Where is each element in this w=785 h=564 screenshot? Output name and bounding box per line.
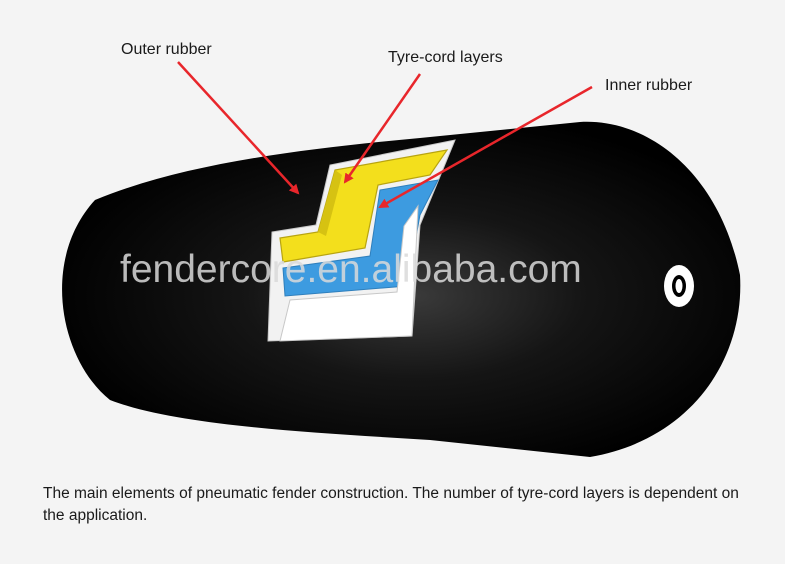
label-outer-rubber: Outer rubber: [121, 41, 212, 58]
watermark-text: fendercore.en.alibaba.com: [120, 248, 582, 291]
label-tyre-cord-layers: Tyre-cord layers: [388, 49, 503, 66]
label-inner-rubber: Inner rubber: [605, 77, 693, 94]
figure-caption: The main elements of pneumatic fender co…: [43, 483, 743, 527]
valve-center: [676, 279, 683, 293]
